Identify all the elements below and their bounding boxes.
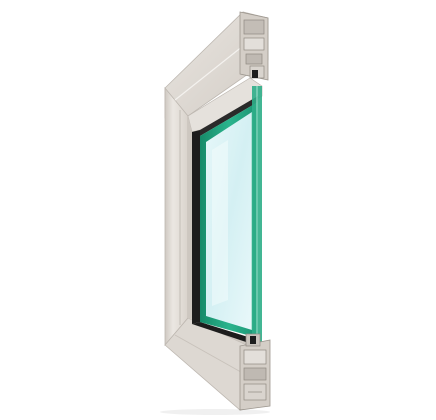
gasket (192, 96, 258, 346)
bottom-profile-section (239, 333, 271, 411)
floor-shadow (160, 409, 270, 415)
top-profile-section (239, 11, 269, 81)
glass-pane (200, 86, 262, 342)
